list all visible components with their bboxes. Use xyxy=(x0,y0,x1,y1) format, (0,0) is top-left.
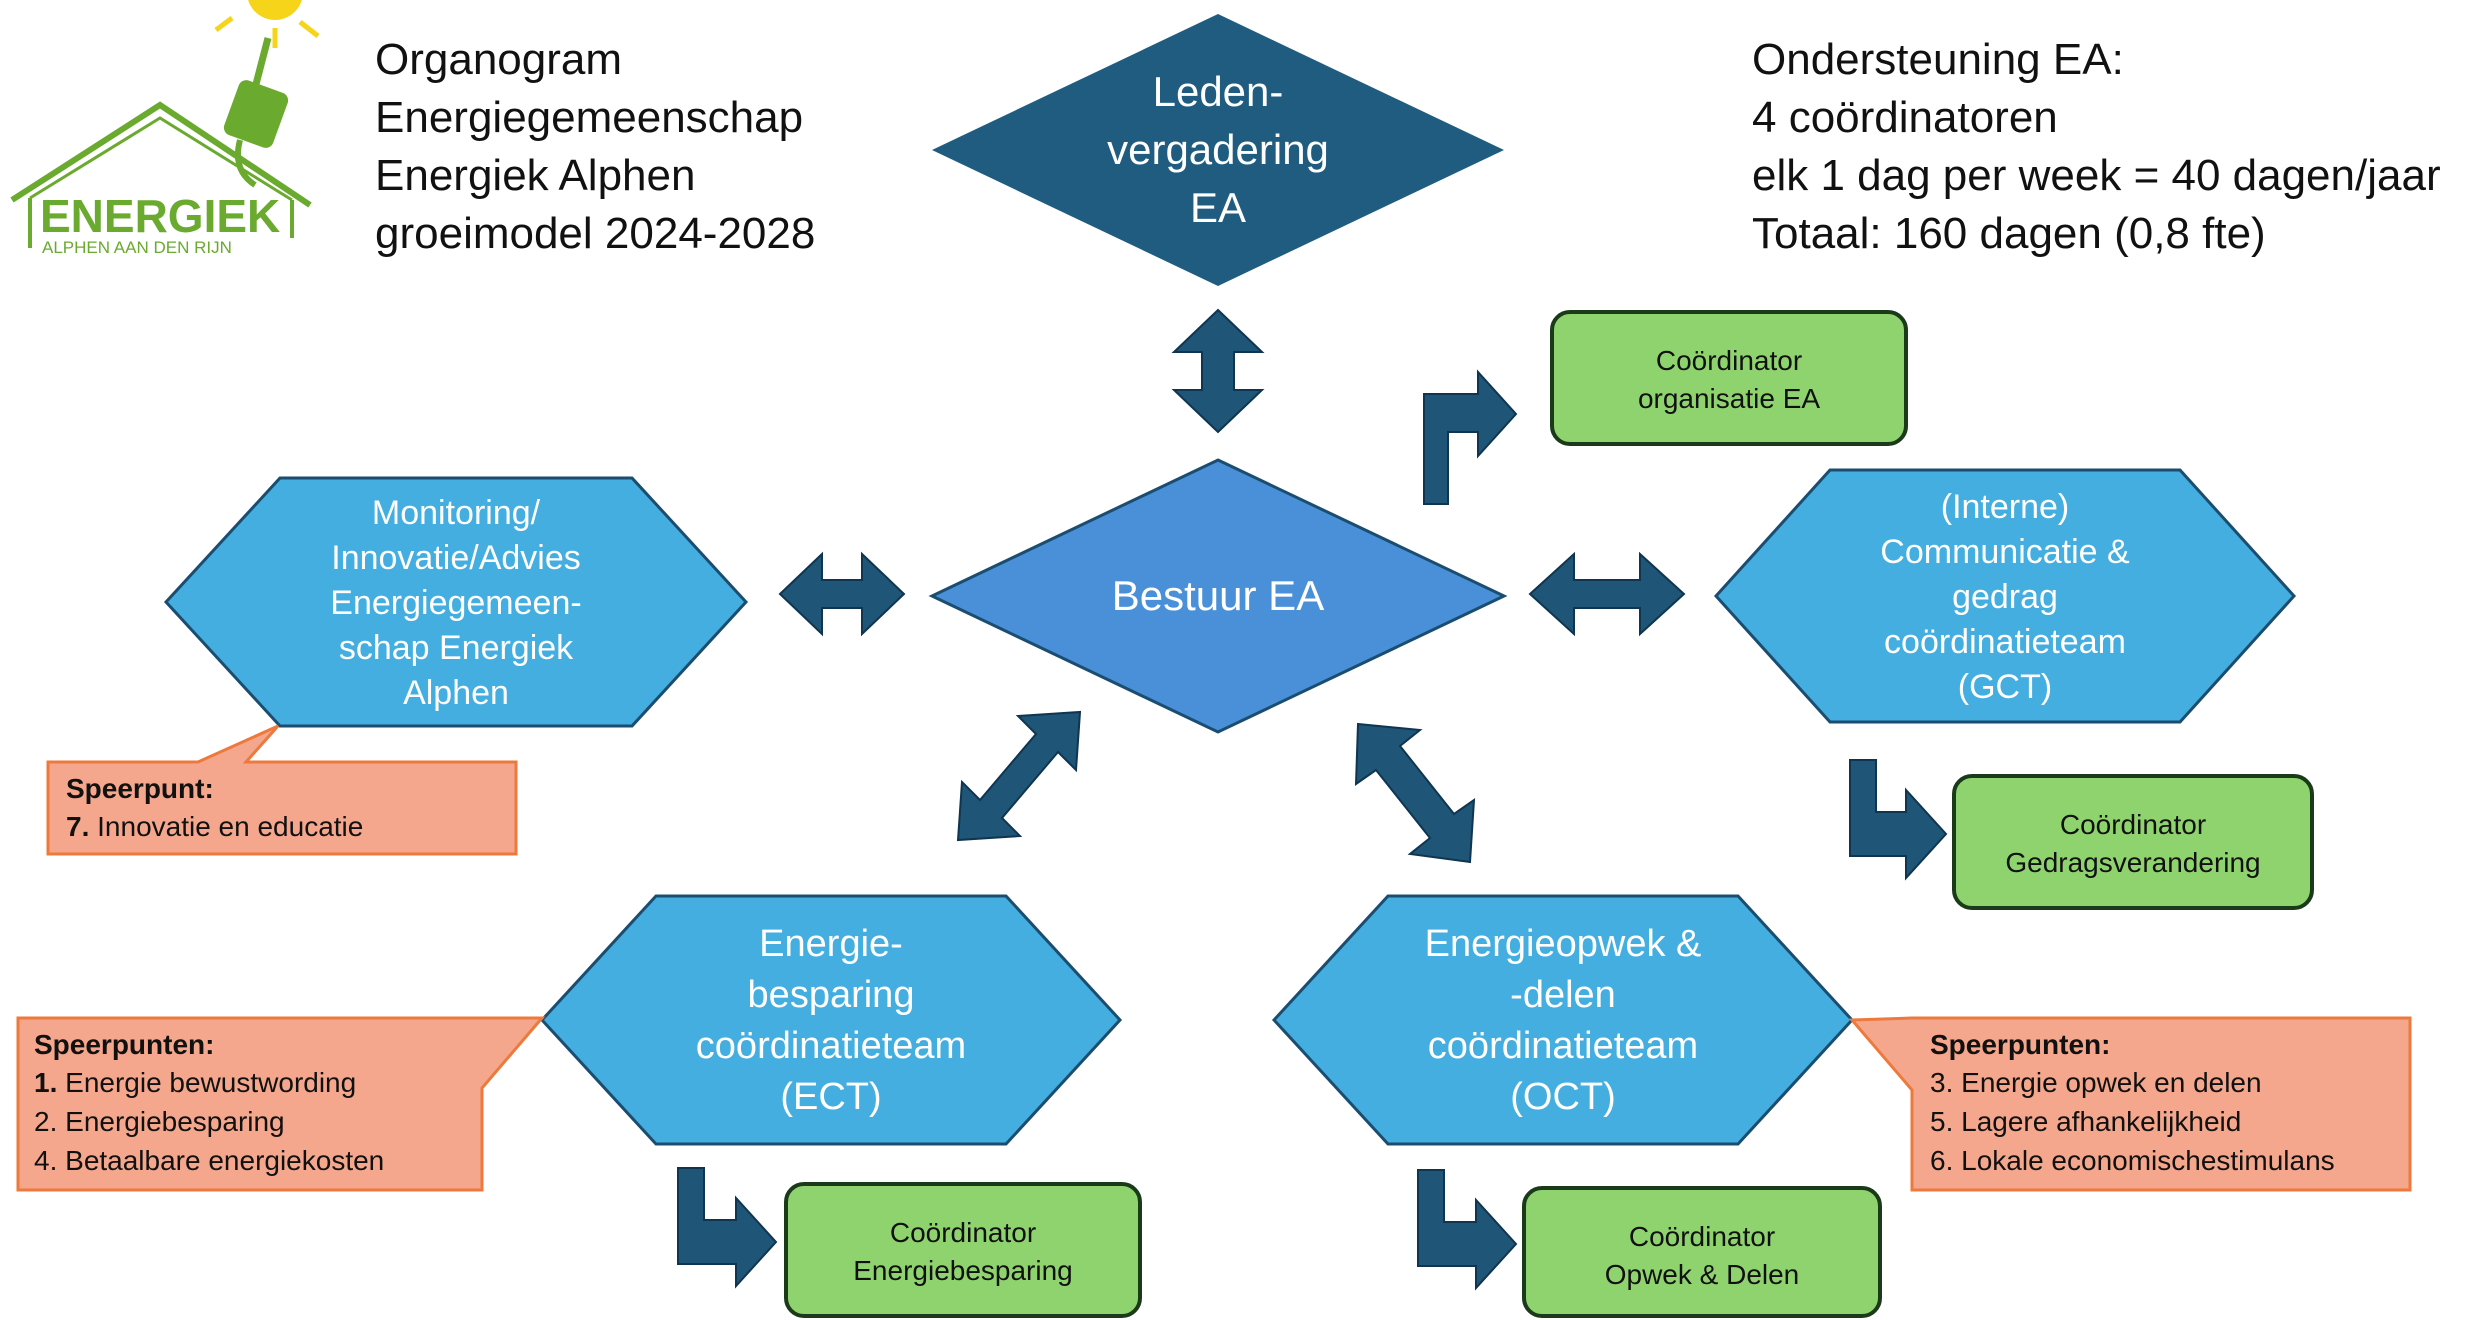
support-info: Ondersteuning EA: 4 coördinatoren elk 1 … xyxy=(1752,35,2441,258)
arrow-ledenvergadering-bestuur xyxy=(1171,308,1265,434)
coordinator-organisatie-box: Coördinator organisatie EA xyxy=(1550,310,1908,446)
node-label: Energieopwek & xyxy=(1425,923,1702,965)
node-label: schap Energiek xyxy=(339,629,574,667)
elbow-arrow-gedrag xyxy=(1849,759,1948,881)
coordinator-besparing-box: Coördinator Energiebesparing xyxy=(784,1182,1142,1318)
arrow-monitoring-bestuur xyxy=(778,551,906,637)
node-label: Energiegemeen- xyxy=(330,584,581,622)
node-label: (GCT) xyxy=(1958,668,2052,706)
logo-brand: ENERGIEK xyxy=(40,190,280,242)
coordinator-label: organisatie EA xyxy=(1638,383,1820,414)
node-label: (Interne) xyxy=(1941,488,2070,526)
communicatie-node: (Interne) Communicatie & gedrag coördina… xyxy=(1713,468,2297,724)
node-label: gedrag xyxy=(1952,578,2058,616)
organogram-title: Organogram Energiegemeenschap Energiek A… xyxy=(375,35,815,258)
elbow-arrow-organisatie xyxy=(1423,369,1518,505)
arrow-bestuur-opwek xyxy=(1354,722,1476,864)
besparing-node: Energie- besparing coördinatieteam (ECT) xyxy=(539,894,1123,1146)
node-label: Alphen xyxy=(403,674,509,712)
title-line: groeimodel 2024-2028 xyxy=(375,209,815,258)
monitoring-node: Monitoring/ Innovatie/Advies Energiegeme… xyxy=(163,476,749,728)
opwek-node: Energieopwek & -delen coördinatieteam (O… xyxy=(1271,894,1855,1146)
node-label: Communicatie & xyxy=(1880,533,2130,571)
title-line: Organogram xyxy=(375,35,622,84)
callout-item: 2. Energiebesparing xyxy=(34,1106,285,1137)
bestuur-node: Bestuur EA xyxy=(928,458,1508,734)
node-label: Innovatie/Advies xyxy=(331,539,581,577)
callout-item: 1. Energie bewustwording xyxy=(34,1067,356,1098)
node-label: (ECT) xyxy=(780,1076,881,1118)
coordinator-opwek-box: Coördinator Opwek & Delen xyxy=(1522,1186,1882,1318)
callout-opwek: Speerpunten: 3. Energie opwek en delen 5… xyxy=(1848,1016,2412,1192)
callout-item: 5. Lagere afhankelijkheid xyxy=(1930,1106,2241,1137)
callout-item: 7. Innovatie en educatie xyxy=(66,811,363,842)
elbow-arrow-opwek xyxy=(1417,1169,1518,1291)
callout-besparing: Speerpunten: 1. Energie bewustwording 2.… xyxy=(16,1016,546,1192)
arrow-bestuur-besparing xyxy=(956,710,1082,842)
callout-innovatie: Speerpunt: 7. Innovatie en educatie xyxy=(46,724,518,856)
support-line: 4 coördinatoren xyxy=(1752,93,2058,142)
ledenvergadering-node: Leden- vergadering EA xyxy=(932,14,1504,286)
callout-heading: Speerpunten: xyxy=(34,1029,214,1060)
node-label: Bestuur EA xyxy=(1112,572,1324,619)
node-label: coördinatieteam xyxy=(1428,1025,1698,1067)
support-line: Totaal: 160 dagen (0,8 fte) xyxy=(1752,209,2266,258)
sun-icon xyxy=(214,0,320,48)
support-line: Ondersteuning EA: xyxy=(1752,35,2124,84)
node-label: besparing xyxy=(748,974,915,1016)
node-label: coördinatieteam xyxy=(1884,623,2126,661)
node-label: Leden- xyxy=(1153,68,1284,115)
callout-item: 3. Energie opwek en delen xyxy=(1930,1067,2262,1098)
arrow-bestuur-communicatie xyxy=(1528,551,1686,637)
energiek-logo: ENERGIEK ALPHEN AAN DEN RIJN xyxy=(10,0,320,257)
elbow-arrow-besparing xyxy=(677,1167,778,1289)
logo-subtitle: ALPHEN AAN DEN RIJN xyxy=(42,238,232,257)
node-label: (OCT) xyxy=(1510,1076,1616,1118)
callout-item: 4. Betaalbare energiekosten xyxy=(34,1145,384,1176)
node-label: EA xyxy=(1190,184,1246,231)
node-label: coördinatieteam xyxy=(696,1025,966,1067)
node-label: -delen xyxy=(1510,974,1616,1016)
support-line: elk 1 dag per week = 40 dagen/jaar xyxy=(1752,151,2441,200)
coordinator-label: Energiebesparing xyxy=(853,1255,1073,1286)
coordinator-label: Gedragsverandering xyxy=(2005,847,2260,878)
coordinator-label: Coördinator xyxy=(890,1217,1036,1248)
callout-heading: Speerpunten: xyxy=(1930,1029,2110,1060)
node-label: Monitoring/ xyxy=(372,494,541,532)
house-roof-icon xyxy=(10,101,312,248)
coordinator-label: Coördinator xyxy=(1656,345,1802,376)
node-label: Energie- xyxy=(759,923,903,965)
callout-item: 6. Lokale economischestimulans xyxy=(1930,1145,2335,1176)
coordinator-label: Opwek & Delen xyxy=(1605,1259,1800,1290)
coordinator-gedrag-box: Coördinator Gedragsverandering xyxy=(1952,774,2314,910)
callout-heading: Speerpunt: xyxy=(66,773,214,804)
node-label: vergadering xyxy=(1107,126,1329,173)
coordinator-label: Coördinator xyxy=(2060,809,2206,840)
coordinator-label: Coördinator xyxy=(1629,1221,1775,1252)
title-line: Energiegemeenschap xyxy=(375,93,803,142)
title-line: Energiek Alphen xyxy=(375,151,695,200)
